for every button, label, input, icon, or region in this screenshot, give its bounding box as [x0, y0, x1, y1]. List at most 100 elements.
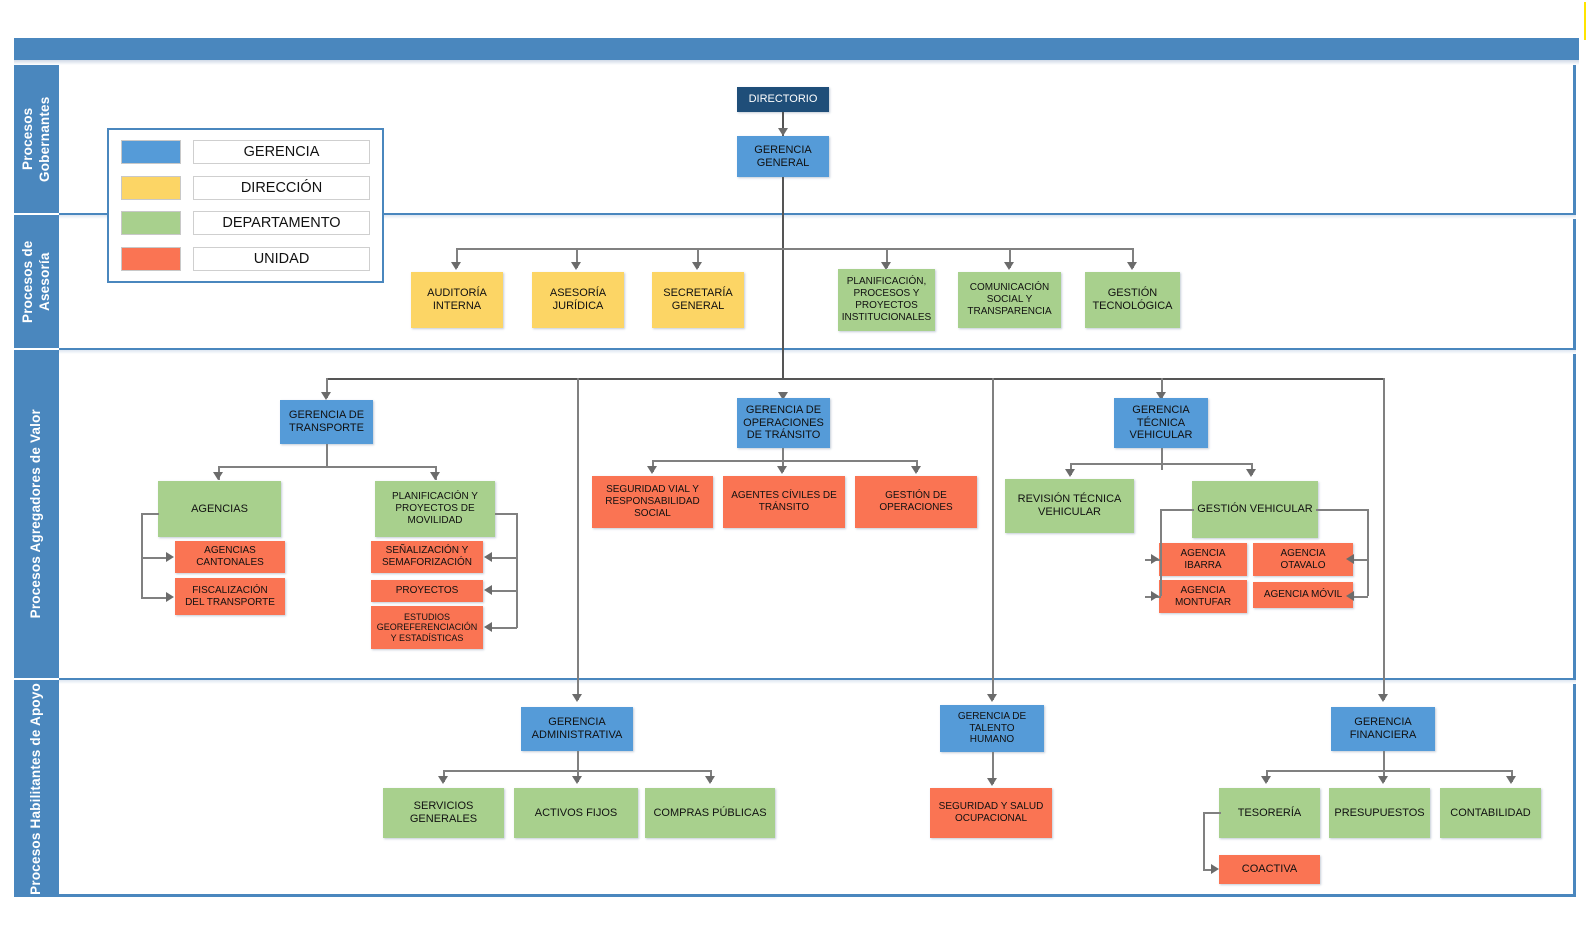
node-proyectos[interactable]: PROYECTOS — [371, 580, 483, 602]
connector-gv-right-v — [1367, 509, 1369, 596]
yellow-accent-tick — [1584, 2, 1586, 40]
section-band-asesoria-label: Procesos de Asesoría — [19, 240, 52, 323]
connector-movilidad-to-estudios — [492, 627, 517, 629]
connector-drop-asesoria-juridica — [576, 248, 578, 268]
connector-agencias-to-fiscalizacion — [141, 597, 166, 599]
connector-drop-gerencia-tecnica — [1161, 378, 1163, 398]
node-agencia-movil[interactable]: AGENCIA MÓVIL — [1253, 582, 1353, 608]
arrow-compras-publicas — [705, 776, 715, 784]
section-band-valor: Procesos Agregadores de Valor — [14, 350, 59, 680]
section-band-valor-label: Procesos Agregadores de Valor — [28, 409, 44, 619]
connector-movilidad-to-senalizacion — [492, 557, 517, 559]
legend-row-unidad: UNIDAD — [121, 246, 370, 271]
divider-glow-3 — [59, 680, 1576, 684]
arrow-gestion-operaciones — [911, 466, 921, 474]
connector-financiera-bus — [1266, 770, 1511, 772]
legend-row-departamento: DEPARTAMENTO — [121, 211, 370, 236]
arrow-servicios-generales — [438, 776, 448, 784]
node-tesoreria[interactable]: TESORERÍA — [1219, 788, 1320, 838]
node-coactiva[interactable]: COACTIVA — [1219, 855, 1320, 884]
arrow-auditoria — [451, 262, 461, 270]
legend-label-unidad: UNIDAD — [193, 246, 370, 271]
legend-label-gerencia: GERENCIA — [193, 140, 370, 164]
arrow-agencia-movil — [1346, 591, 1354, 601]
arrow-coactiva — [1211, 864, 1219, 874]
connector-tesoreria-elbow-top — [1203, 812, 1221, 814]
connector-drop-auditoria — [456, 248, 458, 268]
connector-gv-right-top — [1316, 509, 1368, 511]
connector-gv-left-v — [1160, 509, 1162, 596]
arrow-seguridad-salud — [987, 778, 997, 786]
node-gestion-vehicular[interactable]: GESTIÓN VEHICULAR — [1192, 481, 1318, 538]
legend-swatch-unidad — [121, 246, 181, 271]
section-band-gobernantes-label: Procesos Gobernantes — [19, 96, 52, 182]
connector-drop-gerencia-talento — [992, 378, 994, 700]
chart-frame-border — [14, 65, 1576, 897]
divider-valor-apoyo — [59, 678, 1576, 680]
connector-transporte-stem — [326, 444, 328, 466]
arrow-gerencia-talento — [987, 694, 997, 702]
connector-drop-planificacion — [886, 248, 888, 268]
arrow-agencia-otavalo — [1346, 554, 1354, 564]
arrow-gerencia-operaciones — [778, 392, 788, 400]
connector-drop-gerencia-transporte — [326, 378, 328, 398]
arrow-gerencia-administrativa — [572, 694, 582, 702]
arrow-seguridad-vial — [647, 466, 657, 474]
legend-row-direccion: DIRECCIÓN — [121, 175, 370, 200]
node-activos-fijos[interactable]: ACTIVOS FIJOS — [514, 788, 638, 838]
arrow-activos-fijos — [572, 776, 582, 784]
connector-operaciones-bus — [652, 460, 916, 462]
node-agencias[interactable]: AGENCIAS — [158, 481, 281, 537]
arrow-agencias — [213, 472, 223, 480]
node-compras-publicas[interactable]: COMPRAS PÚBLICAS — [645, 788, 775, 838]
connector-tesoreria-to-coactiva — [1203, 869, 1213, 871]
node-presupuestos[interactable]: PRESUPUESTOS — [1329, 788, 1430, 838]
section-band-apoyo-label: Procesos Habilitantes de Apoyo — [28, 682, 44, 895]
connector-financiera-stem — [1383, 751, 1385, 773]
arrow-to-gerencia-general — [778, 128, 788, 136]
arrow-presupuestos — [1378, 776, 1388, 784]
connector-asesoria-bus — [456, 248, 1134, 250]
connector-drop-gestion-tecnologica — [1132, 248, 1134, 268]
node-contabilidad[interactable]: CONTABILIDAD — [1440, 788, 1541, 838]
node-directorio[interactable]: DIRECTORIO — [737, 87, 829, 112]
connector-tesoreria-elbow-v — [1203, 812, 1205, 870]
arrow-agencias-cantonales — [166, 552, 174, 562]
arrow-planificacion — [881, 262, 891, 270]
divider-asesoria-valor — [59, 348, 1576, 350]
arrow-gestion-vehicular — [1246, 469, 1256, 477]
arrow-gerencia-transporte — [321, 392, 331, 400]
connector-tecnica-bus — [1070, 463, 1252, 465]
connector-drop-gerencia-administrativa — [577, 378, 579, 700]
arrow-comunicacion — [1004, 262, 1014, 270]
legend-label-direccion: DIRECCIÓN — [193, 175, 370, 200]
arrow-estudios-geo — [484, 622, 492, 632]
